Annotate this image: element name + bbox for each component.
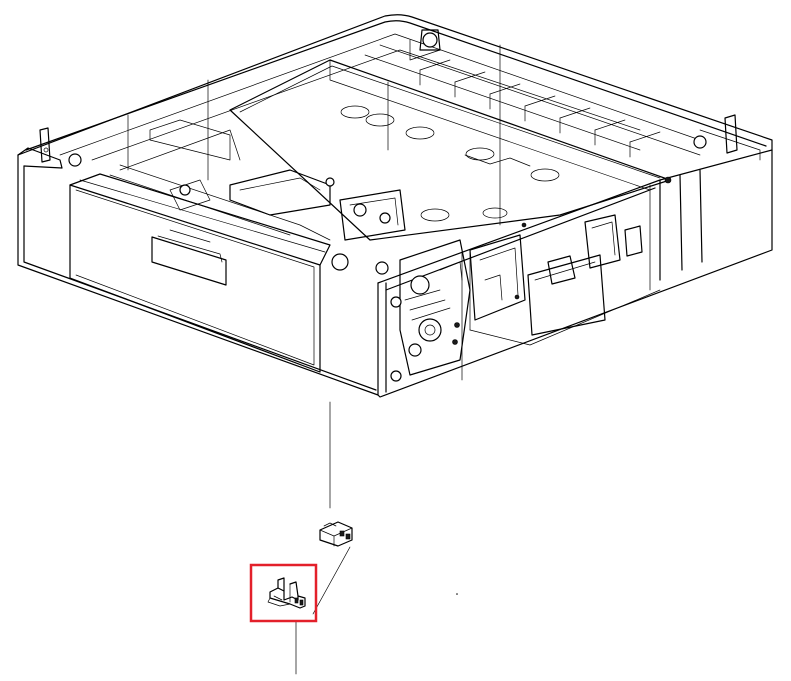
drawer-handle [151, 236, 227, 286]
unit-top-outline [17, 14, 773, 156]
gear-assembly [399, 239, 471, 376]
transport-plate [229, 59, 671, 241]
sensor-part-highlighted [249, 563, 318, 623]
highlight-box [249, 563, 318, 623]
drawer-front [69, 184, 321, 373]
leader-line-diagonal [312, 546, 351, 615]
unit-bottom-outline [17, 149, 773, 398]
side-cover [527, 254, 606, 336]
paper-feeder-unit [17, 14, 773, 398]
connector-part-upper [319, 521, 353, 547]
